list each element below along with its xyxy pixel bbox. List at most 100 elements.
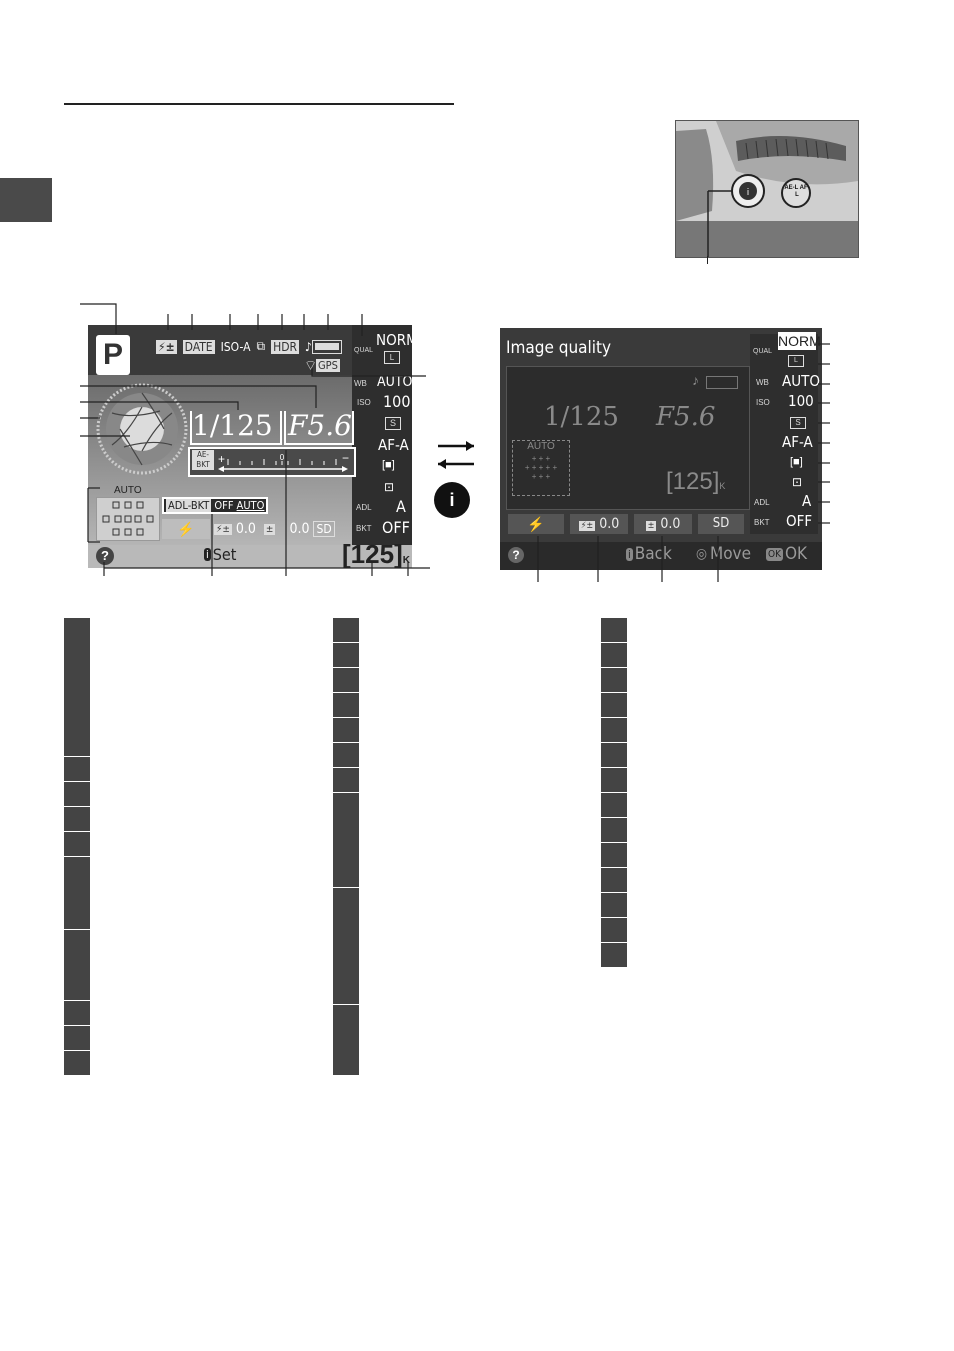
preview-area [506,366,750,510]
menu-bkt-label: BKT [754,518,770,527]
af-points [102,501,154,536]
shutter-bracket [190,411,282,445]
legend-tab [601,868,627,893]
legend-tab [601,668,627,693]
legend-tab [64,930,90,1001]
svg-text:i: i [747,188,750,198]
menu-picture-control-tile[interactable]: SD [698,514,744,534]
k-label: K [402,555,410,566]
iso-value: 100 [383,392,411,411]
date-stamp-icon: DATE [182,339,215,354]
flash-comp-badge: ⚡± [214,523,232,535]
ok-label[interactable]: OK [784,544,808,564]
menu-iso-value[interactable]: 100 [788,392,814,410]
menu-settings-column [750,334,818,534]
iso-label: ISO [357,398,371,407]
menu-title: Image quality [506,338,612,358]
legend-tab [64,857,90,930]
legend-tab [64,757,90,782]
settings-column [352,325,412,568]
shutter-speed-dim: 1/125 [544,402,619,432]
exposure-indicator: AE-BKT + − 0 [188,447,356,477]
legend-tab [333,668,359,693]
menu-size-value[interactable]: L [788,355,804,367]
menu-qual-value[interactable]: NORM [778,332,821,350]
menu-adl-label: ADL [754,498,770,507]
back-label[interactable]: Back [634,544,672,564]
legend-tab [64,807,90,832]
aperture-dim: F5.6 [656,402,716,432]
wifi-icon: ⌔ [304,357,318,373]
af-points-grid [96,497,160,541]
svg-text:0: 0 [280,453,285,462]
exposures-dim: 125 [672,468,713,495]
legend-tab [333,693,359,718]
menu-i-button-icon: i [626,547,633,561]
beep-icon-dim: ♪ [692,372,699,388]
menu-exp-comp-tile[interactable]: ± 0.0 [634,514,692,534]
right-callouts [537,343,830,582]
white-balance-value: AUTO [377,374,413,390]
multiple-exposure-icon: ⧉ [256,339,266,353]
menu-iso-label: ISO [756,398,770,407]
help-icon[interactable]: ? [96,547,114,565]
menu-bkt-value[interactable]: OFF [786,512,813,530]
menu-area-value[interactable]: [■] [790,456,803,468]
exposures-remaining-dim: [125]K [666,468,726,495]
shutter-speed: 1/125 [192,409,273,442]
release-mode-value: S [385,417,401,430]
k-dim: K [719,481,726,491]
menu-qual-label: QUAL [753,348,773,355]
af-auto-label: AUTO [114,485,142,496]
svg-text:+: + [218,452,225,466]
menu-exp-comp-value: 0.0 [660,516,681,532]
legend-tab [64,1051,90,1076]
legend-tab [333,743,359,768]
image-size-value: L [384,351,400,364]
qual-label: QUAL [354,347,374,354]
legend-tab [601,893,627,918]
ae-bkt-badge: AE-BKT [192,450,214,470]
gps-indicator: GPS [316,359,340,372]
exp-comp-badge: ± [263,523,276,535]
menu-release-value[interactable]: S [790,417,806,429]
menu-af-value[interactable]: AF-A [782,433,813,451]
battery-icon [312,340,342,354]
multi-selector-icon: ◎ [696,546,707,562]
menu-help-icon[interactable]: ? [508,547,524,563]
legend-tab [64,1026,90,1051]
legend-tab [333,618,359,643]
af-auto-dim: AUTO [527,441,555,452]
bkt-label: BKT [356,524,372,533]
legend-tab [601,793,627,818]
metering-value: ⊡ [384,480,395,494]
legend-tab [601,743,627,768]
menu-adl-value[interactable]: A [802,492,812,510]
legend-tab [601,768,627,793]
menu-screen: Image quality ♪ 1/125 F5.6 AUTO + + ++ +… [500,328,822,570]
move-label[interactable]: Move [710,544,752,564]
info-display-screen: P ⚡± DATE ISO-A ⧉ HDR ♪ ⌔ GPS QUAL NORM … [88,325,418,569]
flash-comp-icon: ⚡± [156,339,177,354]
af-area-dim: AUTO + + ++ + + + ++ + + [512,440,570,496]
menu-wb-value[interactable]: AUTO [782,372,820,390]
legend-tab [601,843,627,868]
menu-meter-value[interactable]: ⊡ [792,475,803,489]
menu-flash-mode-tile[interactable]: ⚡ [508,514,564,534]
legend-tab [333,793,359,888]
af-area-value: [■] [382,459,395,471]
legend-tab [64,1001,90,1026]
set-label: Set [212,545,237,564]
adl-bkt-auto: AUTO [236,499,265,512]
exposure-scale: + − 0 [218,451,349,472]
legend-tab [333,718,359,743]
flash-mode-tile: ⚡ [162,519,210,539]
menu-flash-comp-tile[interactable]: ⚡± 0.0 [570,514,628,534]
adl-label: ADL [356,503,372,512]
bracketing-value: OFF [382,518,410,537]
info-bottom-bar [88,545,412,568]
legend-tab [601,818,627,843]
legend-tab [601,718,627,743]
flash-comp-value: 0.0 [235,521,256,537]
legend-tab [64,618,90,757]
